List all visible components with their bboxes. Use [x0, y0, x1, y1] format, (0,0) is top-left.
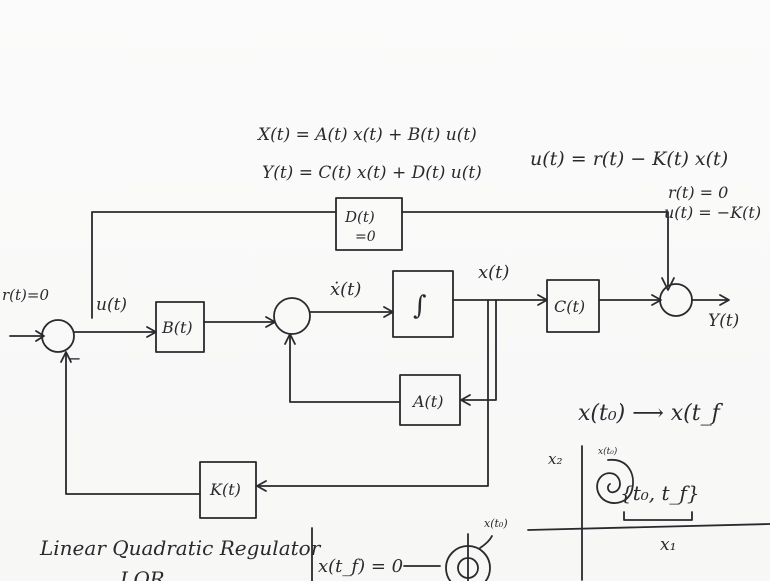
block-c-label: C(t) — [554, 297, 585, 316]
lqr-abbreviation: LQR — [119, 567, 165, 581]
block-a-label: A(t) — [411, 392, 443, 411]
phase-plane-x1-label: x₁ — [660, 535, 676, 555]
output-equation: Y(t) = C(t) x(t) + D(t) u(t) — [262, 163, 482, 183]
target-start-label: x(t₀) — [484, 517, 508, 530]
block-k-label: K(t) — [209, 480, 241, 499]
target-arrow — [480, 536, 492, 548]
state-label: x(t) — [478, 262, 509, 283]
control-reduced-equation: u(t) = −K(t) — [664, 203, 761, 222]
k-output-line — [66, 354, 200, 494]
phase-plane-x2-label: x₂ — [548, 450, 562, 468]
output-label: Y(t) — [708, 311, 739, 331]
integrator-symbol: ∫ — [413, 291, 427, 321]
final-state-note: x(t_f) = 0 — [318, 556, 403, 577]
reference-signal-label: r(t)=0 — [2, 286, 49, 304]
spiral-start-label: x(t₀) — [598, 446, 618, 457]
phase-plane-x1-axis — [528, 524, 770, 530]
block-b-label: B(t) — [161, 318, 193, 337]
interval-underline — [624, 512, 692, 520]
summing-junction-output — [660, 284, 692, 316]
u-signal-label: u(t) — [96, 295, 127, 315]
a-output-line — [290, 336, 400, 402]
state-equation: X(t) = A(t) x(t) + B(t) u(t) — [256, 125, 477, 145]
block-d-zero: =0 — [355, 229, 376, 245]
xdot-label: ẋ(t) — [330, 279, 361, 300]
interval-note: {t₀, t_f} — [620, 481, 700, 505]
reference-zero-equation: r(t) = 0 — [668, 183, 728, 202]
summing-junction-input — [42, 320, 74, 352]
a-feedback-line — [462, 300, 496, 400]
block-d-label: D(t) — [344, 208, 375, 226]
transition-note: x(t₀) ⟶ x(t_f — [578, 401, 724, 426]
summing-junction-state — [274, 298, 310, 334]
control-law-equation: u(t) = r(t) − K(t) x(t) — [530, 148, 728, 170]
lqr-title: Linear Quadratic Regulator — [39, 536, 322, 560]
